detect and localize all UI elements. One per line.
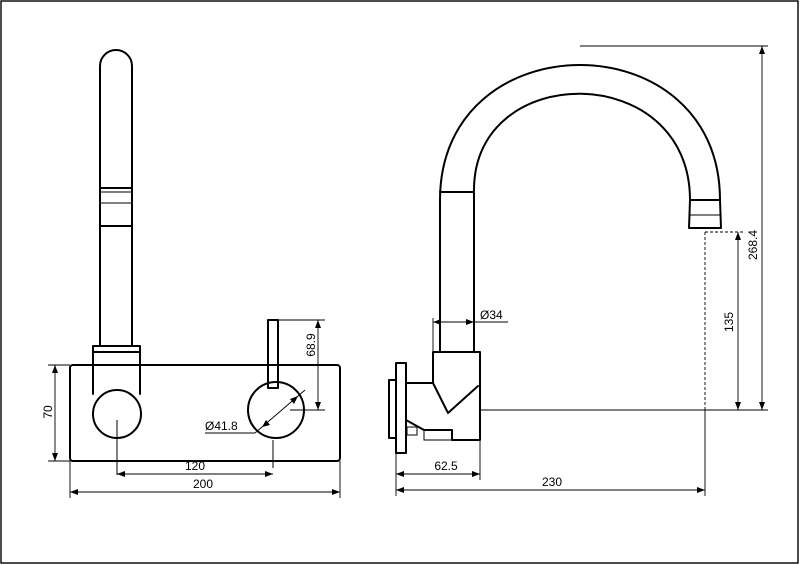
spout-nozzle [688,199,722,229]
wall-plate [69,364,341,462]
wall-flange-face [388,379,397,439]
wall-flange [395,362,407,454]
handle-lever [267,319,279,389]
dim-dia-pipe-arrow-right [466,319,474,325]
dim-120-arrow-left [117,471,125,477]
dim-268-arrow-top [759,46,765,54]
dim-268-arrow-bottom [759,402,765,410]
dim-dia-handle-label: Ø41.8 [205,419,238,433]
spout-collar-upper [92,345,141,353]
dim-230-arrow-right [697,487,705,493]
dim-68-arrow-top [315,320,321,328]
dim-62-arrow-left [396,471,404,477]
dim-200-arrow-left [70,489,78,495]
front-view: 70 68.9 Ø41.8 120 200 [41,49,341,498]
dim-dia-handle-arrow-a [262,420,270,427]
dim-135-arrow-bottom [735,402,741,410]
flange-screw [406,426,418,436]
dim-68-label: 68.9 [304,333,318,357]
dim-70-arrow-bottom [52,453,58,461]
dim-230-arrow-left [396,487,404,493]
gooseneck-inner [473,92,691,353]
dim-120-label: 120 [185,459,205,473]
spout-tube [99,49,133,347]
dim-120-arrow-right [265,471,273,477]
spout-collar-body [92,351,141,395]
mixer-body-v-cut [432,382,479,414]
side-view: Ø34 135 268.4 62.5 230 [388,45,768,496]
dim-268-label: 268.4 [746,230,760,260]
dim-dia-pipe-label: Ø34 [480,308,503,322]
dim-dia-pipe-arrow-left [433,319,441,325]
dim-70-label: 70 [41,405,55,419]
dim-62-arrow-right [472,471,480,477]
dim-135-label: 135 [722,312,736,332]
mixer-body-outline [405,351,481,441]
dim-230-label: 230 [542,475,562,489]
dim-200-label: 200 [193,477,213,491]
dim-70-arrow-top [52,365,58,373]
dim-68-arrow-bottom [315,402,321,410]
gooseneck-outer [439,64,721,353]
dim-dia-handle-arrow-b [290,396,298,404]
dim-200-arrow-right [332,489,340,495]
dim-62-label: 62.5 [434,459,458,473]
mixer-body-base-line [423,430,452,441]
dim-135-arrow-top [735,232,741,240]
